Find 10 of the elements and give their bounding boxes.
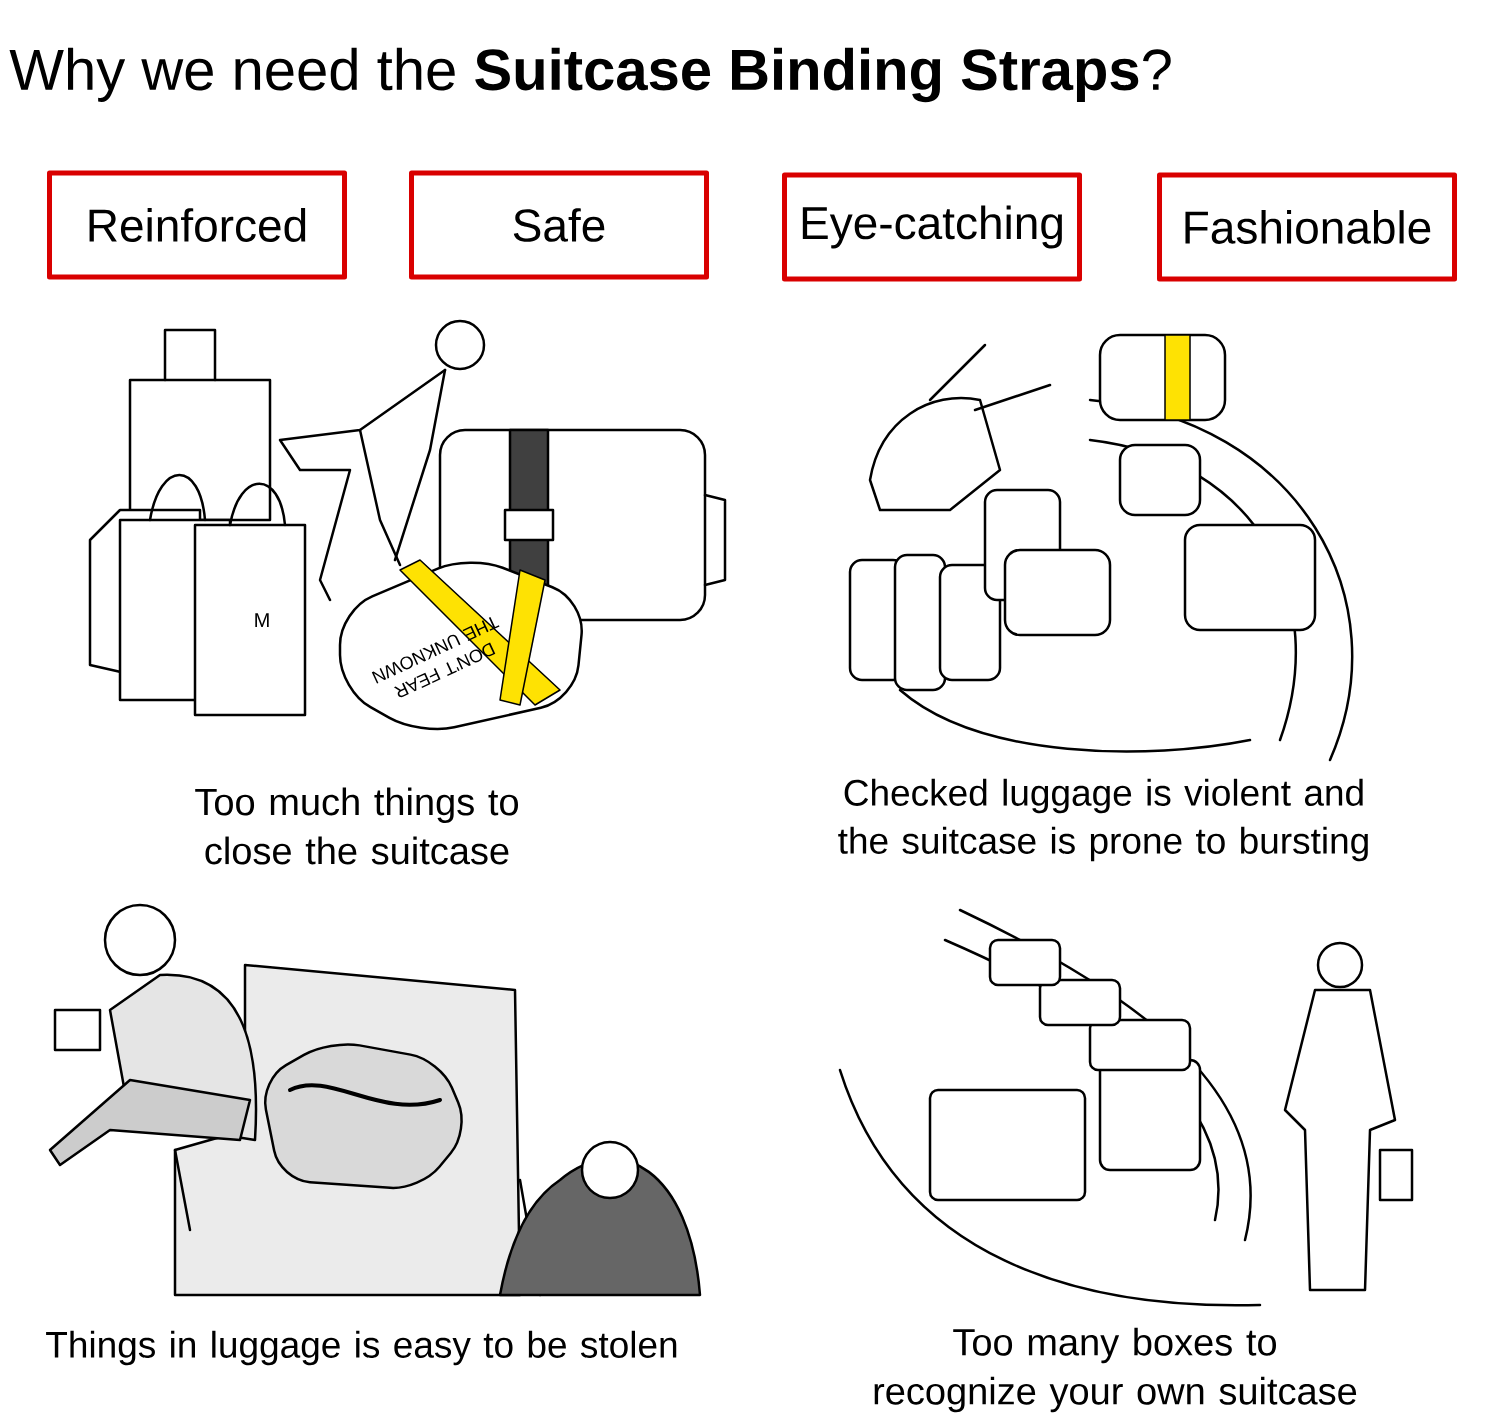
caption: Too much things to close the suitcase (195, 787, 518, 865)
bag-letter: M (255, 613, 269, 627)
label-box: Eye-catching (782, 172, 1082, 282)
label-box: Reinforced (47, 170, 347, 280)
caption: Checked luggage is violent and the suitcase is prone to bursting (838, 778, 1368, 862)
label-box: Safe (409, 170, 709, 280)
label-box: Fashionable (1157, 172, 1457, 282)
caption: Too many boxes to recognize your own suitcase (874, 1327, 1357, 1413)
caption: Things in luggage is easy to be stolen (46, 1330, 677, 1366)
title: Why we need the Suitcase Binding Straps? (9, 47, 1171, 103)
